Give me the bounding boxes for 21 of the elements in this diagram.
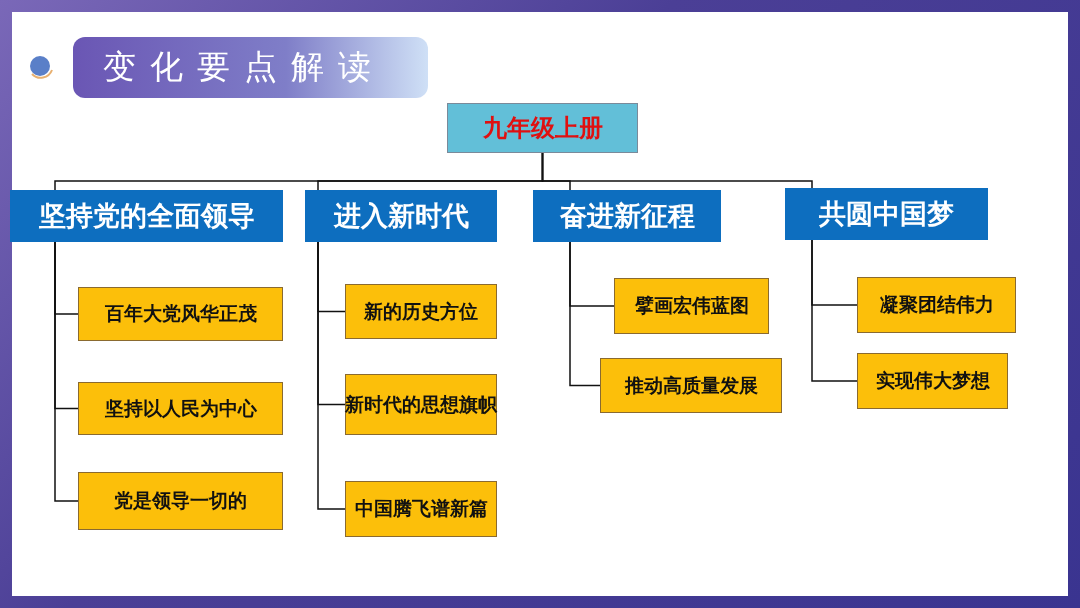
title-banner: 变化要点解读 — [73, 37, 428, 98]
topic-box: 百年大党风华正茂 — [78, 287, 283, 341]
topic-box: 擘画宏伟蓝图 — [614, 278, 769, 334]
root-box: 九年级上册 — [447, 103, 638, 153]
connector-line — [541, 152, 813, 189]
topic-box: 坚持以人民为中心 — [78, 382, 283, 435]
topic-box: 党是领导一切的 — [78, 472, 283, 530]
topic-box: 新的历史方位 — [345, 284, 497, 339]
connector-line — [811, 239, 858, 382]
category-box: 坚持党的全面领导 — [10, 190, 283, 242]
topic-box: 凝聚团结伟力 — [857, 277, 1016, 333]
topic-box: 推动高质量发展 — [600, 358, 782, 413]
category-box: 共圆中国梦 — [785, 188, 988, 240]
connector-line — [569, 241, 601, 387]
category-box: 奋进新征程 — [533, 190, 721, 242]
connector-line — [317, 241, 346, 510]
topic-box: 中国腾飞谱新篇 — [345, 481, 497, 537]
topic-box: 实现伟大梦想 — [857, 353, 1008, 409]
connector-line — [54, 241, 79, 502]
category-box: 进入新时代 — [305, 190, 497, 242]
topic-box: 新时代的思想旗帜 — [345, 374, 497, 435]
